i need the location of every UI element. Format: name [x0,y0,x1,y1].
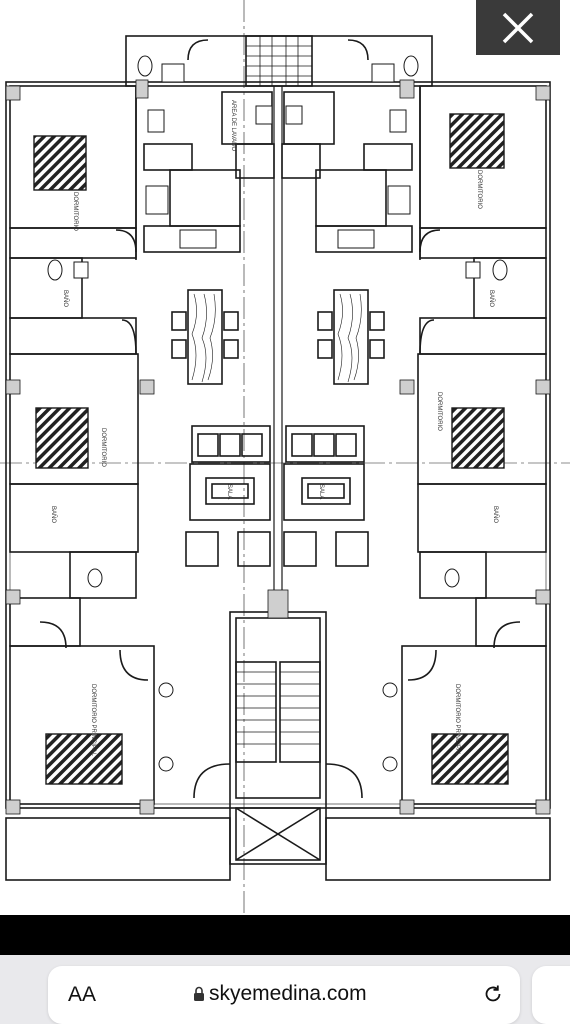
url-display[interactable]: skyemedina.com [193,982,367,1006]
adjacent-tab[interactable] [532,966,570,1024]
lock-icon [194,986,204,1001]
browser-toolbar: AA skyemedina.com [0,955,570,1024]
text-size-button[interactable]: AA [68,983,97,1006]
url-text: skyemedina.com [209,982,367,1005]
label-master-1: DORMITORIO PRINCIPAL [90,684,96,756]
image-viewer: AREA DE LAVADO DORMITORIO DORMITORIO DOR… [0,0,570,915]
label-bath-2: BAÑO [488,290,495,307]
label-master-2: DORMITORIO PRINCIPAL [454,684,460,756]
label-laundry: AREA DE LAVADO [230,100,236,151]
address-bar[interactable]: AA skyemedina.com [48,966,520,1024]
bottom-black-band [0,915,570,955]
room-labels: AREA DE LAVADO DORMITORIO DORMITORIO DOR… [50,100,499,756]
label-bedroom-1: DORMITORIO [72,192,78,231]
close-icon [502,12,534,43]
label-bath-3: BAÑO [50,506,57,523]
floor-plan-image: AREA DE LAVADO DORMITORIO DORMITORIO DOR… [0,0,570,915]
close-button[interactable] [476,0,560,55]
reload-icon[interactable] [482,983,504,1005]
label-bedroom-4: DORMITORIO [436,392,442,431]
label-bath-4: BAÑO [492,506,499,523]
label-living-2: SALA [318,484,324,499]
label-bath-1: BAÑO [62,290,69,307]
label-living-1: SALA [226,484,232,499]
label-bedroom-2: DORMITORIO [476,170,482,209]
label-bedroom-3: DORMITORIO [100,428,106,467]
